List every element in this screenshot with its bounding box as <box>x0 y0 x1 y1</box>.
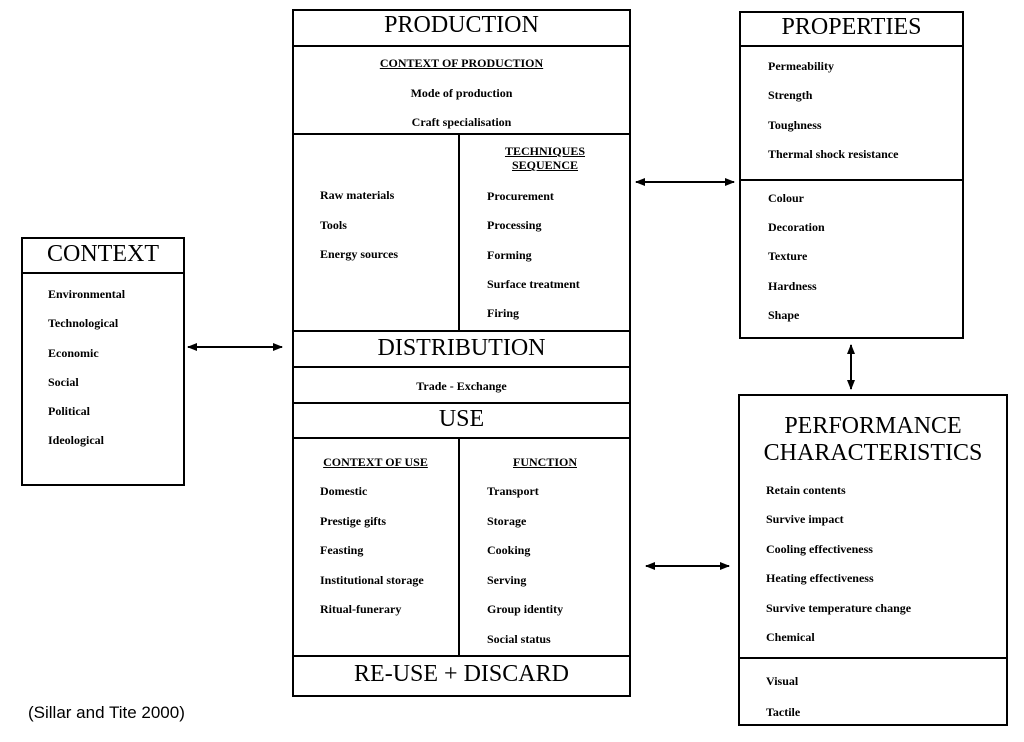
context-title: CONTEXT <box>47 241 159 267</box>
use-top-divider <box>292 402 631 404</box>
technique-item: Procurement <box>487 189 554 203</box>
properties-section-divider <box>739 179 964 181</box>
use-context-item: Feasting <box>320 543 364 557</box>
property-item: Decoration <box>768 220 825 234</box>
use-column-divider <box>458 437 460 656</box>
source-caption: (Sillar and Tite 2000) <box>28 703 185 722</box>
context-item: Political <box>48 404 90 418</box>
performance-title-line2: CHARACTERISTICS <box>763 440 983 466</box>
context-item: Environmental <box>48 287 126 301</box>
production-column-divider <box>458 133 460 330</box>
properties-title-divider <box>739 45 964 47</box>
techniques-heading: TECHNIQUES <box>504 144 586 158</box>
production-title-divider <box>292 45 631 47</box>
property-item: Thermal shock resistance <box>768 147 899 161</box>
performance-item: Cooling effectiveness <box>766 542 873 556</box>
use-context-item: Ritual-funerary <box>320 602 402 616</box>
performance-item: Tactile <box>766 705 801 719</box>
production-left-item: Raw materials <box>320 188 395 202</box>
reuse-top-divider <box>292 655 631 657</box>
function-heading: FUNCTION <box>512 455 577 469</box>
function-item: Group identity <box>487 602 564 616</box>
technique-item: Processing <box>487 218 542 232</box>
production-context-item: Craft specialisation <box>411 115 512 129</box>
property-item: Permeability <box>768 59 834 73</box>
context-of-use-heading: CONTEXT OF USE <box>323 455 428 469</box>
sequence-heading: SEQUENCE <box>511 158 579 172</box>
use-title-divider <box>292 437 631 439</box>
performance-title-line1: PERFORMANCE <box>784 413 962 439</box>
production-context-item: Mode of production <box>410 86 513 100</box>
technique-item: Forming <box>487 248 532 262</box>
use-context-item: Prestige gifts <box>320 514 387 528</box>
production-context-divider <box>292 133 631 135</box>
function-item: Transport <box>487 484 539 498</box>
performance-box <box>738 394 1008 726</box>
central-stack <box>292 9 631 697</box>
distribution-title-divider <box>292 366 631 368</box>
property-item: Toughness <box>768 118 822 132</box>
performance-item: Visual <box>766 674 799 688</box>
performance-section-divider <box>738 657 1008 659</box>
production-title: PRODUCTION <box>384 12 539 38</box>
property-item: Hardness <box>768 279 817 293</box>
function-item: Cooking <box>487 543 531 557</box>
use-title: USE <box>438 406 485 432</box>
performance-item: Heating effectiveness <box>766 571 874 585</box>
distribution-item: Trade - Exchange <box>416 379 507 393</box>
properties-title: PROPERTIES <box>781 14 922 40</box>
context-box <box>21 237 185 486</box>
performance-item: Chemical <box>766 630 815 644</box>
property-item: Texture <box>768 249 808 263</box>
context-of-production-heading: CONTEXT OF PRODUCTION <box>379 56 544 70</box>
context-item: Ideological <box>48 433 104 447</box>
technique-item: Surface treatment <box>487 277 580 291</box>
technique-item: Firing <box>487 306 519 320</box>
property-item: Strength <box>768 88 813 102</box>
reuse-title: RE-USE + DISCARD <box>354 661 569 687</box>
use-context-item: Institutional storage <box>320 573 424 587</box>
context-item: Technological <box>48 316 119 330</box>
performance-item: Survive temperature change <box>766 601 912 615</box>
context-title-divider <box>21 272 185 274</box>
function-item: Social status <box>487 632 551 646</box>
context-item: Social <box>48 375 79 389</box>
distribution-top-divider <box>292 330 631 332</box>
production-left-item: Energy sources <box>320 247 399 261</box>
distribution-title: DISTRIBUTION <box>377 335 546 361</box>
performance-item: Retain contents <box>766 483 846 497</box>
performance-item: Survive impact <box>766 512 844 526</box>
properties-box <box>739 11 964 339</box>
property-item: Shape <box>768 308 800 322</box>
production-left-item: Tools <box>320 218 347 232</box>
context-item: Economic <box>48 346 99 360</box>
function-item: Storage <box>487 514 527 528</box>
use-context-item: Domestic <box>320 484 368 498</box>
property-item: Colour <box>768 191 804 205</box>
function-item: Serving <box>487 573 527 587</box>
